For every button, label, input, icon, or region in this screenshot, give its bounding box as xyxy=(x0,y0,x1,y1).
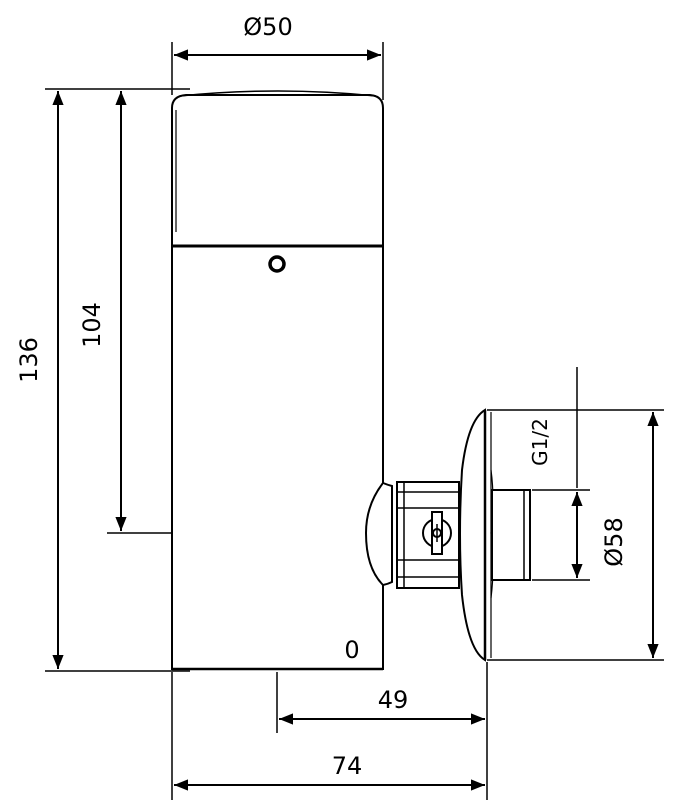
dimension-inlet-offset: 49 xyxy=(276,662,488,800)
inlet-connector xyxy=(364,408,531,662)
total-height-label: 136 xyxy=(15,337,43,383)
dimension-thread: G1/2 xyxy=(528,367,590,581)
diameter-body-label: Ø50 xyxy=(243,13,292,41)
valve-body: 0 xyxy=(171,90,384,671)
dimension-total-height: 136 xyxy=(15,88,190,672)
flange-diameter-label: Ø58 xyxy=(600,517,628,566)
screw-icon xyxy=(268,255,286,273)
dimension-flange-diameter: Ø58 xyxy=(487,409,664,661)
thread-label: G1/2 xyxy=(528,418,552,466)
zero-mark: 0 xyxy=(344,636,359,664)
inlet-offset-label: 49 xyxy=(378,686,409,714)
inlet-height-label: 104 xyxy=(78,302,106,348)
dimension-diameter-body: Ø50 xyxy=(171,13,384,100)
dimension-total-depth: 74 xyxy=(171,672,485,800)
total-depth-label: 74 xyxy=(332,752,363,780)
